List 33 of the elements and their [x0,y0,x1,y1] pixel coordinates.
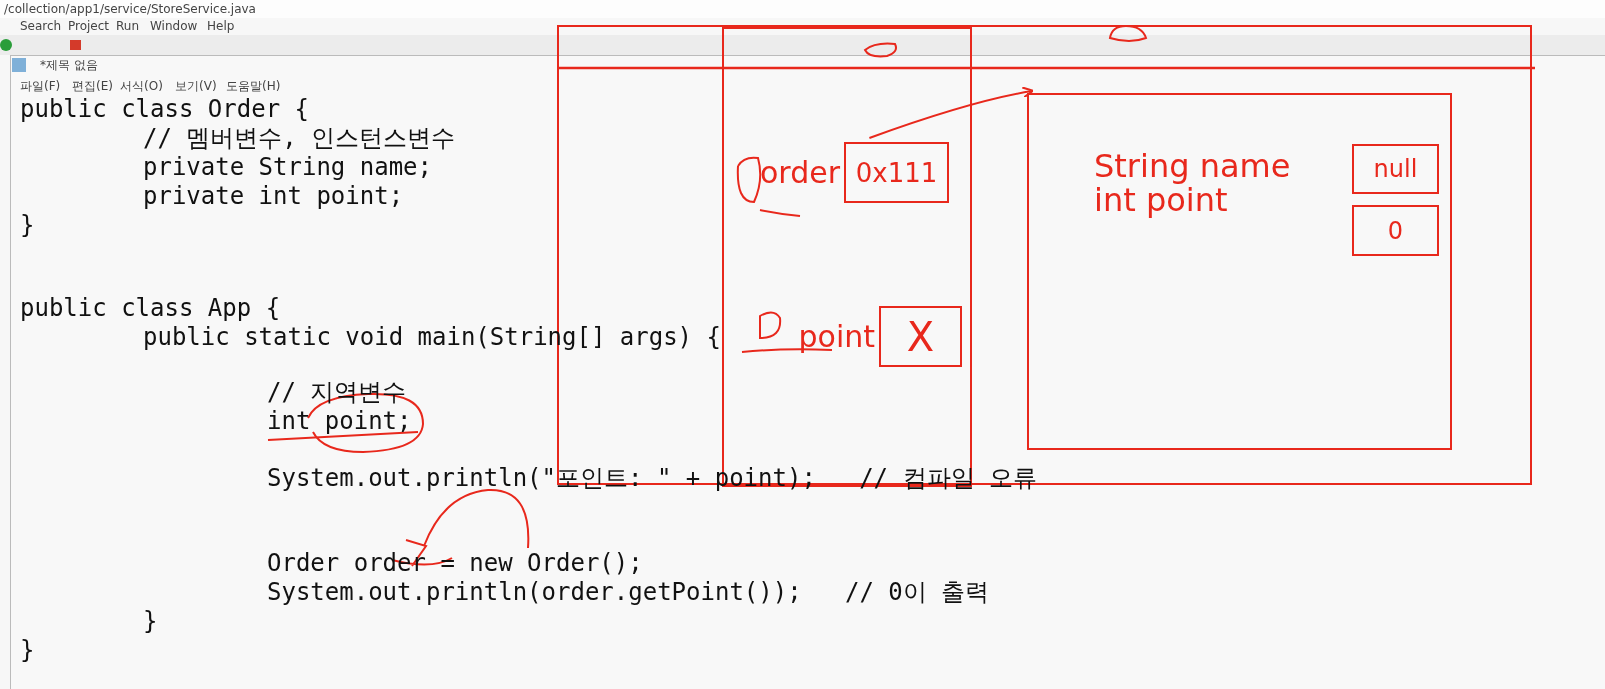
menu-item: 편집(E) [72,78,113,95]
code-line: private int point; [143,182,404,210]
handwritten-value: 0 [1387,216,1404,245]
menu-item: 도움말(H) [226,78,281,95]
variable-name: point [798,318,875,354]
code-line: public class App { [20,294,281,322]
window-title: *제목 없음 [40,57,98,74]
menu-item: 보기(V) [175,78,217,95]
window-title: /collection/app1/service/StoreService.java [4,2,256,16]
code-line: System.out.println(order.getPoint()); // 0이 출력 [267,578,990,606]
menu-item: Search [20,19,62,33]
variable-name: order [760,154,840,190]
code-line: public class Order { [20,95,309,123]
code-line: // 멤버변수, 인스턴스변수 [143,124,456,152]
menu-item: 파일(F) [20,78,61,95]
handwritten-value: X [906,313,935,360]
code-line: private String name; [143,153,432,181]
code-line: } [143,607,158,635]
menu-item: 서식(O) [120,78,163,95]
object-box [1027,93,1452,450]
handwritten-value: 0x111 [855,157,938,188]
menu-item: Help [207,19,235,33]
handwritten-value: null [1373,155,1418,183]
value-box [1352,144,1439,194]
value-box [1352,205,1439,256]
arrow [868,86,1034,139]
code-line: } [20,636,35,664]
menu-item: Run [116,19,139,33]
menu-item: Project [68,19,110,33]
field-label: String name [1094,147,1291,185]
code-line: int point; [267,407,412,435]
code-line: } [20,211,35,239]
menu-item: Window [150,19,198,33]
